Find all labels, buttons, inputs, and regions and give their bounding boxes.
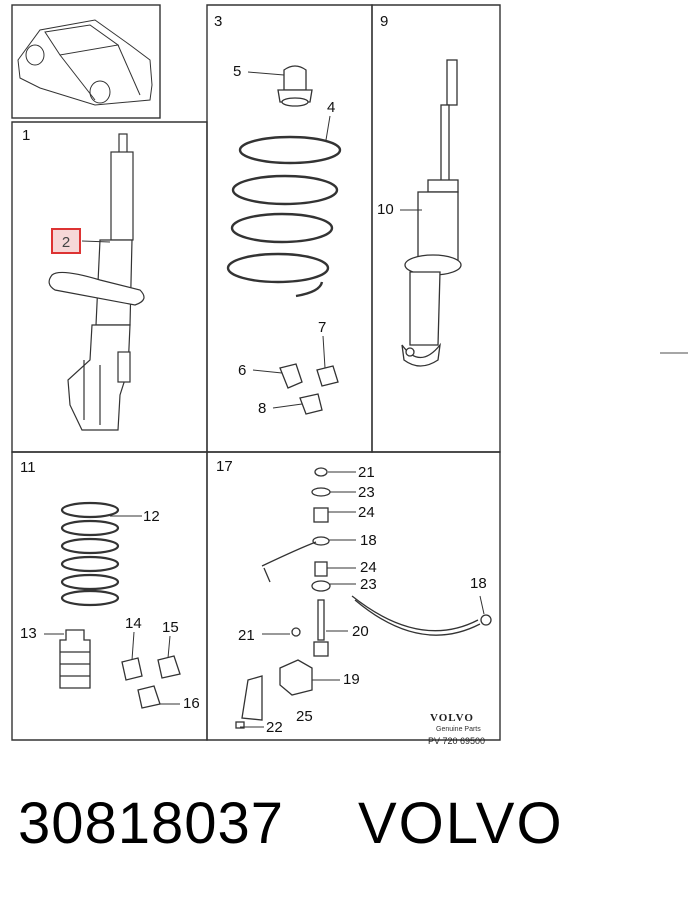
parts-diagram: 2 1 3 4 5 6 7 8 9 10 11 12 13 14 15 16 1… xyxy=(11,4,688,746)
dust-boot-drawing xyxy=(59,629,91,689)
label-20: 20 xyxy=(352,623,369,640)
rear-shock-drawing xyxy=(401,59,462,367)
label-14: 14 xyxy=(125,615,142,632)
label-2: 2 xyxy=(61,234,71,251)
label-24-lower: 24 xyxy=(360,559,377,576)
label-23-top: 23 xyxy=(358,484,375,501)
car-thumbnail-frame xyxy=(11,4,161,119)
label-19: 19 xyxy=(343,671,360,688)
label-23-lower: 23 xyxy=(360,576,377,593)
leader-lines xyxy=(44,71,485,728)
label-25: 25 xyxy=(296,708,313,725)
label-16: 16 xyxy=(183,695,200,712)
stabilizer-link-stack xyxy=(235,467,492,729)
label-1: 1 xyxy=(22,127,31,144)
panel-11-frame xyxy=(11,451,208,741)
bushings-6-7-8 xyxy=(279,363,339,415)
label-22: 22 xyxy=(266,719,283,736)
label-18-right: 18 xyxy=(470,575,487,592)
car-icon xyxy=(17,19,153,106)
bushings-14-15-16 xyxy=(121,655,181,709)
diagram-drawing xyxy=(11,4,688,741)
highlighted-part-2[interactable]: 2 xyxy=(51,228,81,254)
label-15: 15 xyxy=(162,619,179,636)
label-21-left: 21 xyxy=(238,627,255,644)
manufacturer: VOLVO xyxy=(358,791,564,856)
label-3: 3 xyxy=(214,13,223,30)
bump-stop-drawing xyxy=(277,65,313,107)
genuine-parts-text: Genuine Parts xyxy=(436,726,481,733)
label-9: 9 xyxy=(380,13,389,30)
label-17: 17 xyxy=(216,458,233,475)
label-10: 10 xyxy=(377,201,394,218)
volvo-logo-text: VOLVO xyxy=(430,712,474,724)
label-12: 12 xyxy=(143,508,160,525)
label-21-top: 21 xyxy=(358,464,375,481)
label-6: 6 xyxy=(238,362,247,379)
front-strut-drawing xyxy=(48,133,145,431)
label-13: 13 xyxy=(20,625,37,642)
rear-spring-drawing xyxy=(60,501,120,607)
coil-spring-drawing xyxy=(226,135,342,298)
footer xyxy=(0,760,688,903)
label-11: 11 xyxy=(20,459,36,476)
part-number: 30818037 xyxy=(18,791,285,856)
diagram-reference: PV 720 69500 xyxy=(428,736,486,746)
label-5: 5 xyxy=(233,63,242,80)
label-8: 8 xyxy=(258,400,267,417)
label-18-center: 18 xyxy=(360,532,377,549)
panel-17-frame xyxy=(206,451,501,741)
label-4: 4 xyxy=(327,99,336,116)
label-24-top: 24 xyxy=(358,504,375,521)
label-7: 7 xyxy=(318,319,327,336)
